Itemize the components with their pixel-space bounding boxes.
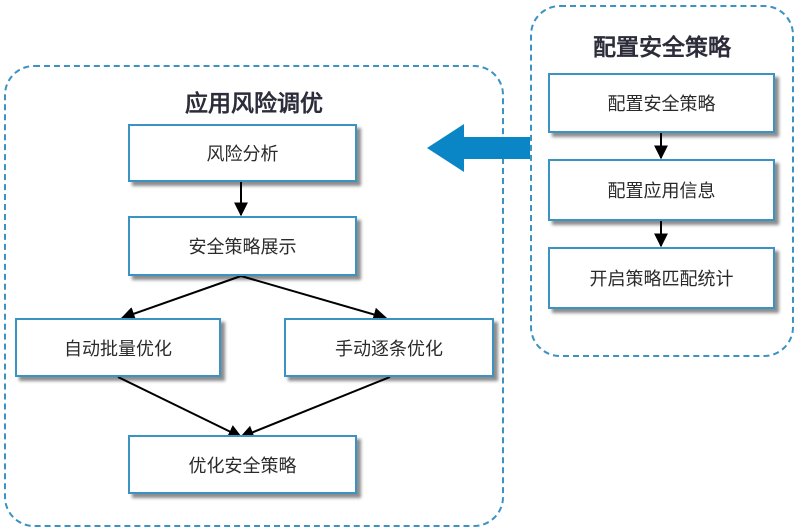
node-risk-analysis: 风险分析	[128, 124, 357, 182]
edge-display-to-auto	[120, 275, 242, 321]
node-auto-batch-optimize: 自动批量优化	[15, 318, 221, 377]
edge-manual-to-optimize	[239, 376, 391, 439]
edge-auto-to-optimize	[117, 376, 243, 438]
node-optimize-security-policy: 优化安全策略	[128, 435, 357, 494]
configure-policy-group	[530, 5, 794, 357]
risk-tuning-group-title: 应用风险调优	[185, 91, 323, 117]
node-manual-one-by-one-optimize: 手动逐条优化	[284, 318, 494, 377]
node-enable-policy-match-stats: 开启策略匹配统计	[548, 247, 775, 309]
configure-policy-group-title: 配置安全策略	[593, 35, 731, 61]
node-configure-security-policy: 配置安全策略	[548, 73, 775, 133]
edge-display-to-manual	[240, 275, 388, 322]
node-configure-app-info: 配置应用信息	[548, 159, 775, 221]
node-security-policy-display: 安全策略展示	[128, 216, 357, 276]
big-left-arrow	[427, 124, 530, 172]
risk-tuning-group	[4, 65, 504, 527]
